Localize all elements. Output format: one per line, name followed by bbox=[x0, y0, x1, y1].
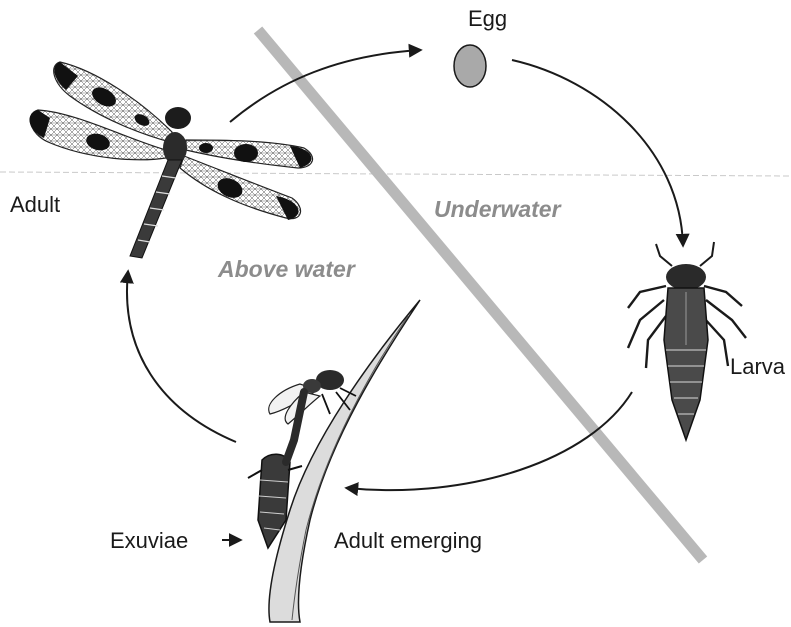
zone-above-water: Above water bbox=[217, 256, 356, 282]
arrow-emerging-to-adult bbox=[127, 272, 236, 442]
label-exuviae: Exuviae bbox=[110, 528, 188, 553]
label-egg: Egg bbox=[468, 6, 507, 31]
egg-icon bbox=[454, 45, 486, 87]
arrow-larva-to-emerging bbox=[347, 392, 632, 490]
dragonfly-adult-icon bbox=[29, 62, 312, 258]
label-adult: Adult bbox=[10, 192, 60, 217]
reed-stem-icon bbox=[269, 300, 420, 622]
label-adult-emerging: Adult emerging bbox=[334, 528, 482, 553]
label-larva: Larva bbox=[730, 354, 786, 379]
water-surface-line bbox=[0, 172, 791, 176]
larva-body bbox=[664, 264, 708, 440]
zone-underwater: Underwater bbox=[434, 196, 562, 222]
